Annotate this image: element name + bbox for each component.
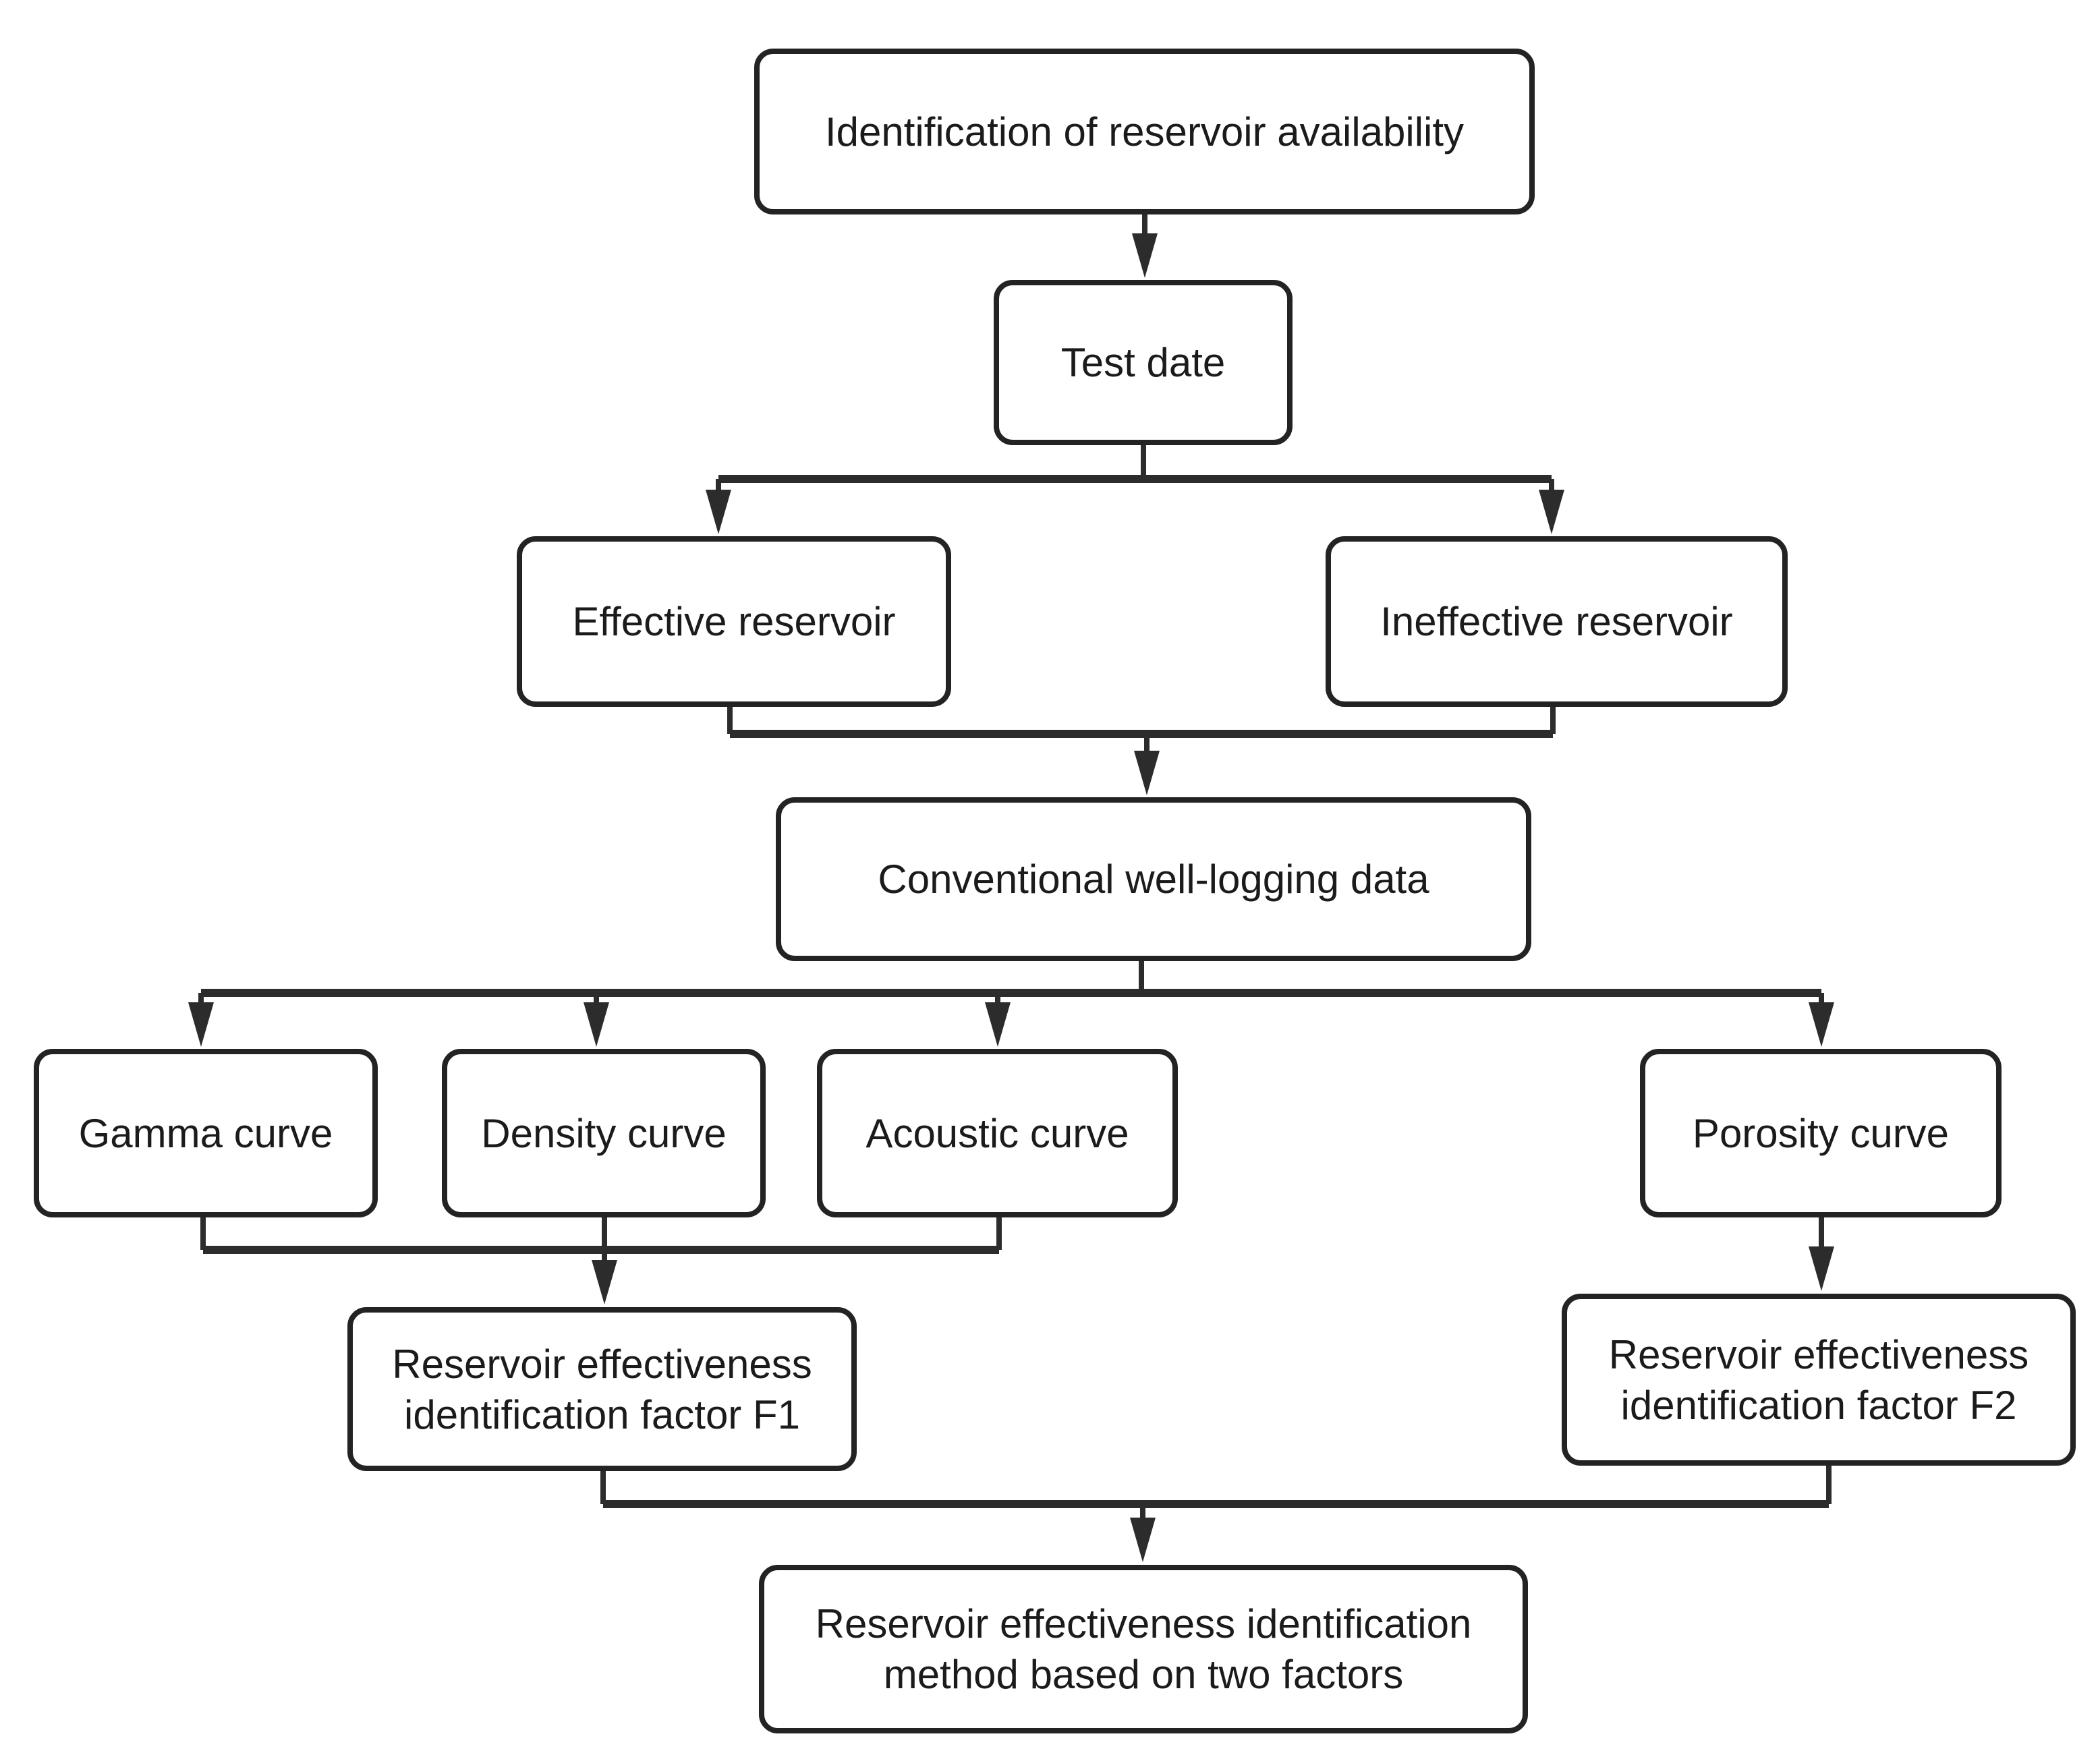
node-label: Test date <box>1060 340 1226 385</box>
node-reservoir-effectiveness-factor-f2: Reservoir effectiveness identification f… <box>1562 1294 2076 1466</box>
edge-curves-merge-to-f1 <box>200 1217 1002 1304</box>
node-acoustic-curve: Acoustic curve <box>817 1049 1178 1217</box>
node-conventional-well-logging-data: Conventional well-logging data <box>776 797 1531 961</box>
node-label: Effective reservoir <box>572 599 896 644</box>
node-effective-reservoir: Effective reservoir <box>517 536 951 707</box>
node-ineffective-reservoir: Ineffective reservoir <box>1326 536 1788 707</box>
node-label: Porosity curve <box>1692 1110 1950 1156</box>
edge-porosity-to-f2 <box>1809 1217 1834 1291</box>
edge-test-date-split <box>706 445 1564 534</box>
edge-conventional-to-curves <box>188 961 1834 1047</box>
node-identification-method-two-factors: Reservoir effectiveness identification m… <box>759 1565 1528 1733</box>
node-label: Identification of reservoir availability <box>824 109 1465 154</box>
node-label-line-1: Reservoir effectiveness <box>392 1341 812 1387</box>
edge-reservoirs-merge-to-conventional <box>727 707 1556 795</box>
node-test-date: Test date <box>994 280 1293 445</box>
edge-factors-merge-to-method <box>600 1466 1832 1562</box>
node-density-curve: Density curve <box>442 1049 766 1217</box>
node-label: Density curve <box>481 1110 727 1156</box>
node-label: Conventional well-logging data <box>878 857 1429 902</box>
node-label: Gamma curve <box>78 1110 333 1156</box>
node-gamma-curve: Gamma curve <box>34 1049 378 1217</box>
node-reservoir-effectiveness-factor-f1: Reservoir effectiveness identification f… <box>347 1307 857 1471</box>
node-label-line-2: identification factor F2 <box>1620 1382 2017 1428</box>
node-label: Ineffective reservoir <box>1380 599 1733 644</box>
node-label-line-2: identification factor F1 <box>404 1391 800 1437</box>
node-label-line-1: Reservoir effectiveness <box>1608 1331 2029 1377</box>
node-label-line-2: method based on two factors <box>883 1652 1404 1697</box>
edge-identification-to-test-date <box>1132 214 1158 278</box>
node-label: Acoustic curve <box>865 1110 1129 1156</box>
node-porosity-curve: Porosity curve <box>1640 1049 2002 1217</box>
node-identification-of-reservoir-availability: Identification of reservoir availability <box>754 49 1535 214</box>
node-label-line-1: Reservoir effectiveness identification <box>815 1601 1472 1646</box>
